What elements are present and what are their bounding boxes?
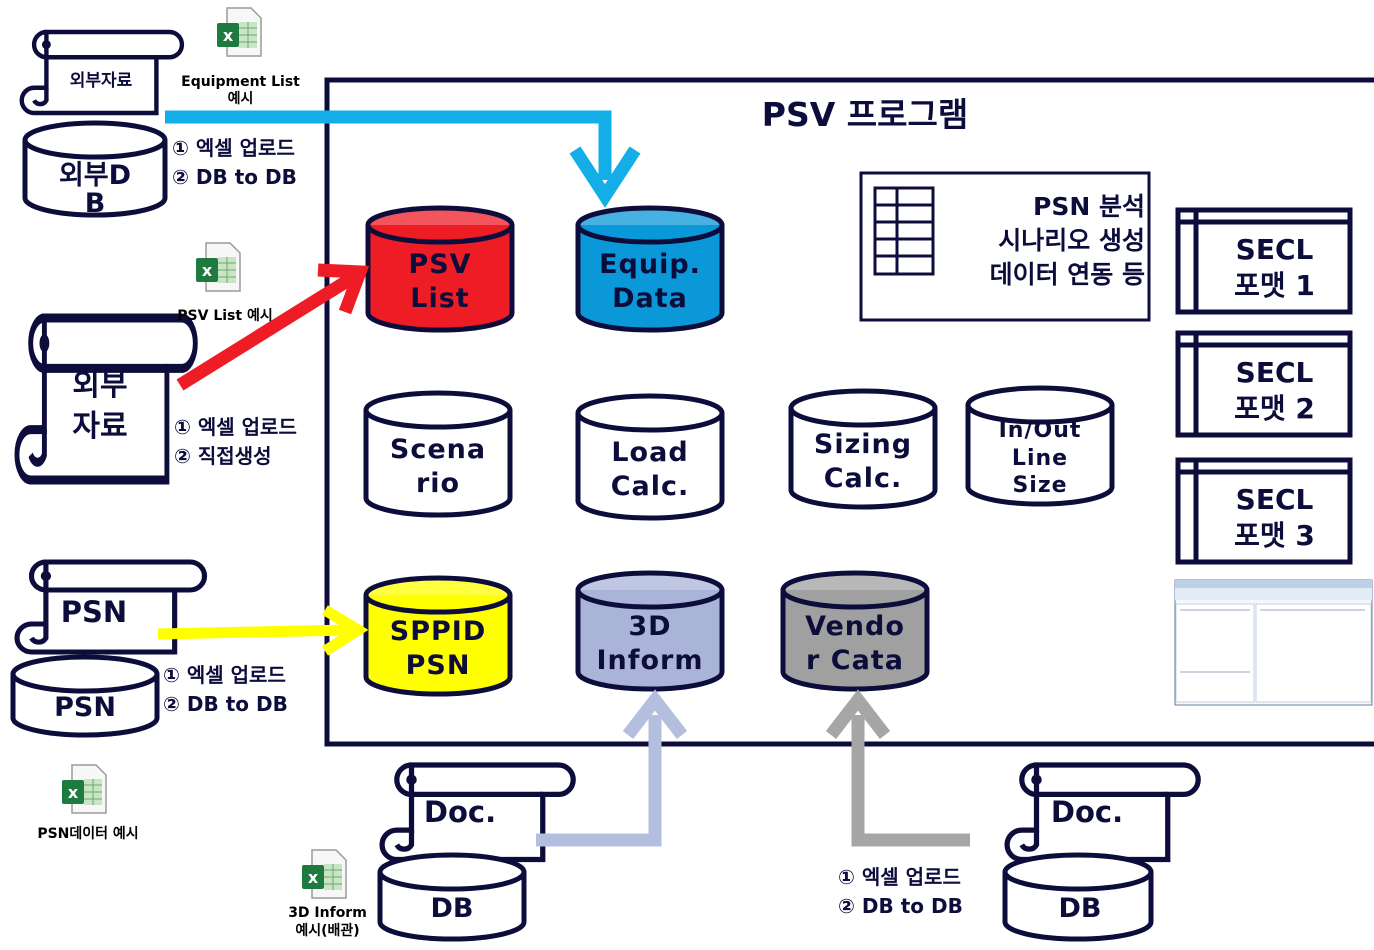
arrow-equipment (165, 110, 612, 180)
cylinder-equip (575, 205, 725, 333)
arrow-psv-red (176, 272, 356, 391)
cylinder-sppid (363, 575, 513, 697)
steps-vendor: ① 엑셀 업로드 ② DB to DB (838, 865, 963, 918)
doc-vendor-label: Doc. (1050, 795, 1124, 829)
secl-format-3: SECL 포맷 3 (1234, 483, 1315, 553)
arrow-3d-lavender (536, 715, 662, 847)
svg-text:x: x (202, 261, 213, 280)
svg-text:x: x (308, 868, 319, 887)
doc-3d-label: Doc. (423, 795, 497, 829)
arrow-psn-yellow (157, 624, 351, 640)
excel-icon: x (196, 242, 241, 292)
db-label-scenario: Scena rio (389, 433, 487, 499)
arrow-equipment-head (569, 146, 641, 208)
secl-format-3-shape (1175, 457, 1353, 565)
db-label-sizing: Sizing Calc. (813, 428, 913, 494)
excel-label-3d: 3D Inform 예시(배관) (288, 905, 367, 939)
cylinder-psv_list (365, 205, 515, 333)
arrow-vendor-gray-head (825, 689, 891, 739)
cylinder-scenario (363, 390, 513, 518)
arrow-psv-red-head (317, 263, 370, 315)
psn-db-label: PSN (54, 692, 116, 723)
table-icon (873, 186, 935, 276)
cylinder-load (575, 393, 725, 521)
excel-label-psn: PSN데이터 예시 (37, 826, 139, 842)
db-label-psv_list: PSV List (408, 248, 472, 314)
excel-label-psv: PSV List 예시 (177, 308, 273, 324)
secl-format-2: SECL 포맷 2 (1234, 356, 1315, 426)
svg-text:x: x (223, 26, 234, 45)
cylinder-vendor (780, 570, 930, 692)
ext-doc-top-label: 외부자료 (69, 71, 133, 91)
excel-icon: x (62, 764, 107, 814)
db-label-sppid: SPPID PSN (389, 615, 487, 681)
ext-db-label: 외부D B (58, 160, 132, 220)
arrow-vendor-gray (851, 715, 970, 847)
steps-mid: ① 엑셀 업로드 ② 직접생성 (174, 415, 297, 468)
cylinder-inform3d (575, 570, 725, 692)
db-label-vendor: Vendo r Cata (805, 610, 905, 676)
db-label-inout: In/Out Line Size (998, 418, 1082, 499)
secl-format-2-shape (1175, 330, 1353, 438)
cylinder-db-vendor (1002, 852, 1154, 942)
ext-doc-mid-label: 외부 자료 (72, 368, 128, 444)
psn-doc-label: PSN (60, 595, 128, 629)
svg-text:x: x (68, 783, 79, 802)
psn-analysis-text: PSN 분석 시나리오 생성 데이터 연동 등 (989, 192, 1145, 289)
db-vendor-label: DB (1058, 893, 1102, 924)
db-label-load: Load Calc. (610, 436, 690, 502)
excel-label-equipment: Equipment List 예시 (181, 74, 300, 107)
excel-icon: x (302, 849, 347, 899)
secl-format-1: SECL 포맷 1 (1234, 233, 1315, 303)
cylinder-inout (965, 385, 1115, 507)
db-label-equip: Equip. Data (599, 248, 701, 314)
cylinder-ext-db (22, 120, 168, 218)
cylinder-psn-db (10, 654, 160, 738)
cylinder-sizing (788, 388, 938, 510)
program-screenshot-thumbnail (1174, 579, 1373, 706)
excel-icon: x (217, 7, 262, 57)
db-3d-label: DB (430, 893, 474, 924)
cylinder-db-3d (377, 852, 527, 942)
secl-format-1-shape (1175, 207, 1353, 315)
steps-top: ① 엑셀 업로드 ② DB to DB (172, 136, 297, 189)
db-label-inform3d: 3D Inform (596, 610, 704, 676)
arrow-3d-lavender-head (622, 689, 688, 739)
steps-psn: ① 엑셀 업로드 ② DB to DB (163, 663, 288, 716)
page-title: PSV 프로그램 (761, 95, 969, 134)
arrow-psn-yellow-head (322, 605, 369, 656)
program-databases (363, 205, 1115, 697)
